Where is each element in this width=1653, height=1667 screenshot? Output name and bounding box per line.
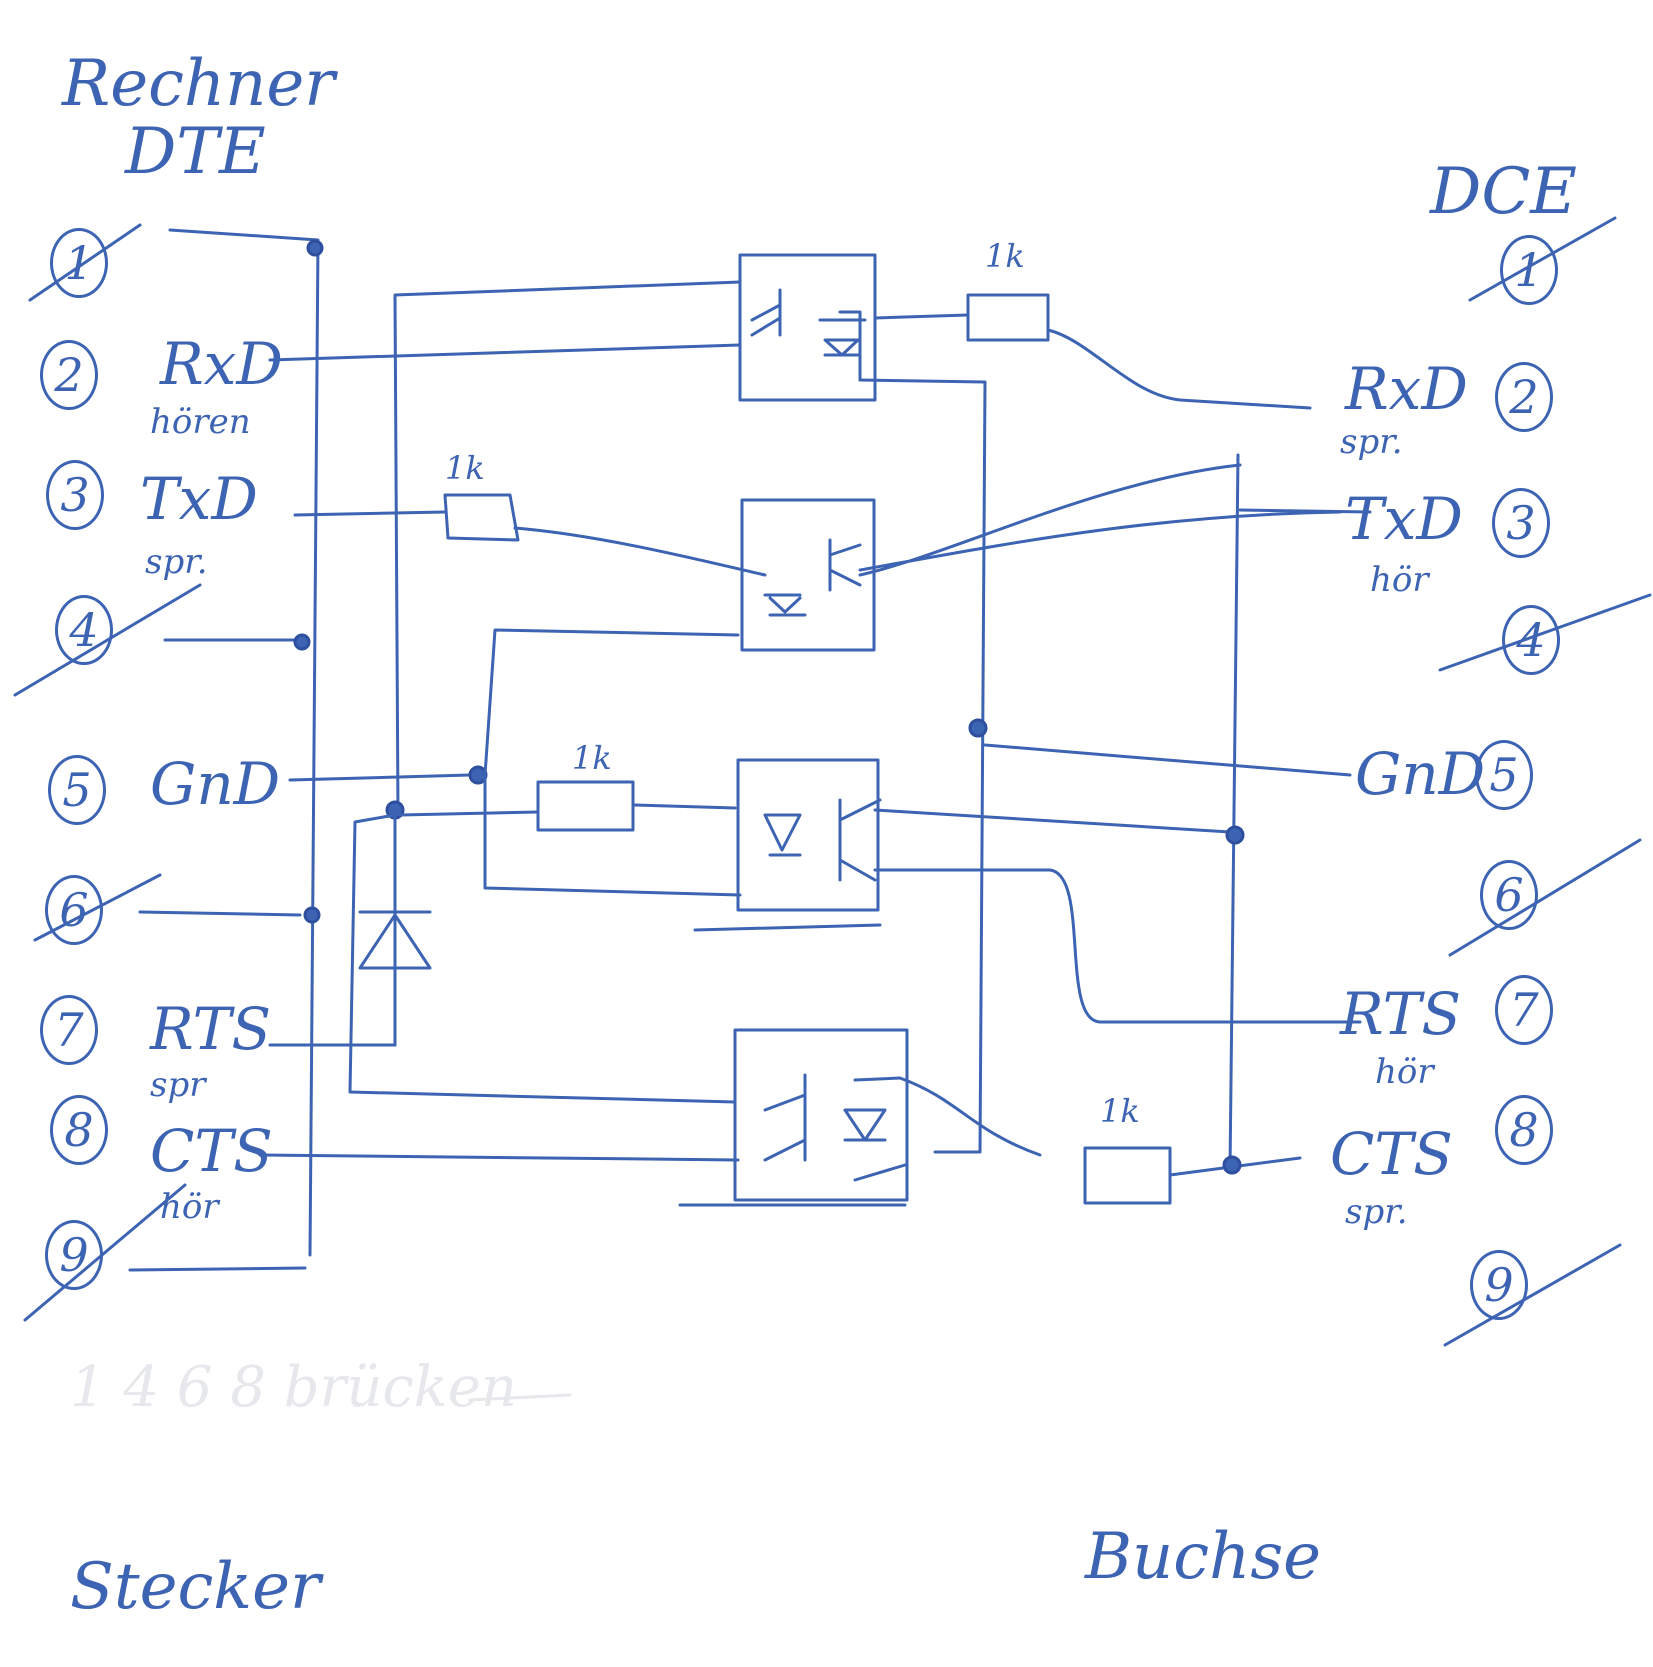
junction-dot — [968, 718, 988, 738]
left-pin-3: 3 — [46, 460, 104, 530]
opto3-input — [398, 773, 742, 897]
cts-left-wire — [258, 1153, 740, 1162]
gnd-right-wire — [983, 743, 1352, 777]
junction-dot — [1225, 825, 1245, 845]
opto4-elements — [678, 1073, 1042, 1207]
right-pin-3: 3 — [1492, 488, 1550, 558]
title-buchse: Buchse — [1085, 1520, 1322, 1594]
right-pin-1: 1 — [1500, 235, 1558, 305]
junction-dot — [293, 633, 311, 651]
right-pin-4: 4 — [1502, 605, 1560, 675]
right-rxd-sub: spr. — [1340, 422, 1403, 462]
right-pin-9: 9 — [1470, 1250, 1528, 1320]
resistor-4 — [1083, 1146, 1172, 1205]
resistor-3-value: 1k — [572, 739, 612, 777]
optocoupler-1 — [738, 253, 877, 402]
title-dte: DTE — [125, 115, 266, 189]
junction-dot — [306, 239, 324, 257]
resistor-2 — [443, 493, 520, 542]
right-gnd-label: GnD — [1355, 740, 1486, 808]
left-gnd-label: GnD — [150, 750, 281, 818]
right-bus — [1228, 453, 1372, 1172]
right-txd-sub: hör — [1370, 560, 1429, 600]
opto3-elements — [693, 798, 1362, 1024]
left-pin-1: 1 — [50, 228, 108, 298]
title-stecker: Stecker — [70, 1550, 321, 1624]
right-pin-8: 8 — [1495, 1095, 1553, 1165]
left-pin-7: 7 — [40, 995, 98, 1065]
title-dce: DCE — [1430, 155, 1577, 229]
left-rts-sub: spr — [150, 1065, 206, 1105]
optocoupler-2 — [740, 498, 876, 652]
faint-pencil-note: 1 4 6 8 brücken — [70, 1355, 517, 1420]
opto2-gnd-wire — [483, 628, 740, 777]
left-pin-5: 5 — [48, 755, 106, 825]
strike-left-9 — [23, 1183, 187, 1322]
right-rts-sub: hör — [1375, 1052, 1434, 1092]
left-gnd-wire — [288, 280, 742, 817]
opto2-elements — [763, 463, 1342, 617]
left-pin-9: 9 — [45, 1220, 103, 1290]
left-rxd-label: RxD — [160, 330, 283, 398]
right-pin-5: 5 — [1475, 740, 1533, 810]
right-txd-label: TxD — [1345, 485, 1463, 553]
left-pin-4: 4 — [55, 595, 113, 665]
junction-dot — [1222, 1155, 1242, 1175]
left-pin-8: 8 — [50, 1095, 108, 1165]
optocoupler-3 — [736, 758, 880, 912]
left-rts-label: RTS — [150, 995, 272, 1063]
right-pin-2: 2 — [1495, 362, 1553, 432]
right-pin-7: 7 — [1495, 975, 1553, 1045]
left-cts-sub: hör — [160, 1187, 219, 1227]
right-rts-label: RTS — [1340, 980, 1462, 1048]
resistor-1 — [966, 293, 1050, 342]
left-txd-sub: spr. — [145, 542, 208, 582]
left-cts-label: CTS — [150, 1117, 273, 1185]
left-pin-2: 2 — [40, 340, 98, 410]
title-rechner: Rechner — [62, 47, 335, 121]
resistor-1-value: 1k — [985, 237, 1025, 275]
opto1-transistor — [750, 288, 867, 382]
resistor-2-value: 1k — [445, 449, 485, 487]
faint-underline — [468, 1393, 572, 1402]
left-bridge-bus — [128, 228, 320, 1272]
junction-dot — [303, 906, 321, 924]
resistor-3 — [536, 780, 635, 832]
diode — [348, 813, 737, 1104]
left-pin-6: 6 — [45, 875, 103, 945]
left-rxd-sub: hören — [150, 402, 251, 442]
right-rxd-label: RxD — [1345, 355, 1468, 423]
rxd-right-wire — [858, 313, 1312, 1154]
left-txd-label: TxD — [140, 465, 258, 533]
resistor-4-value: 1k — [1100, 1092, 1140, 1130]
txd-left-wire — [293, 510, 767, 577]
strike-right-6 — [1448, 838, 1642, 957]
rxd-left-wire — [268, 343, 742, 362]
right-cts-label: CTS — [1330, 1120, 1453, 1188]
right-pin-6: 6 — [1480, 860, 1538, 930]
right-cts-sub: spr. — [1345, 1192, 1408, 1232]
strike-right-9 — [1443, 1243, 1622, 1347]
optocoupler-4 — [733, 1028, 909, 1202]
